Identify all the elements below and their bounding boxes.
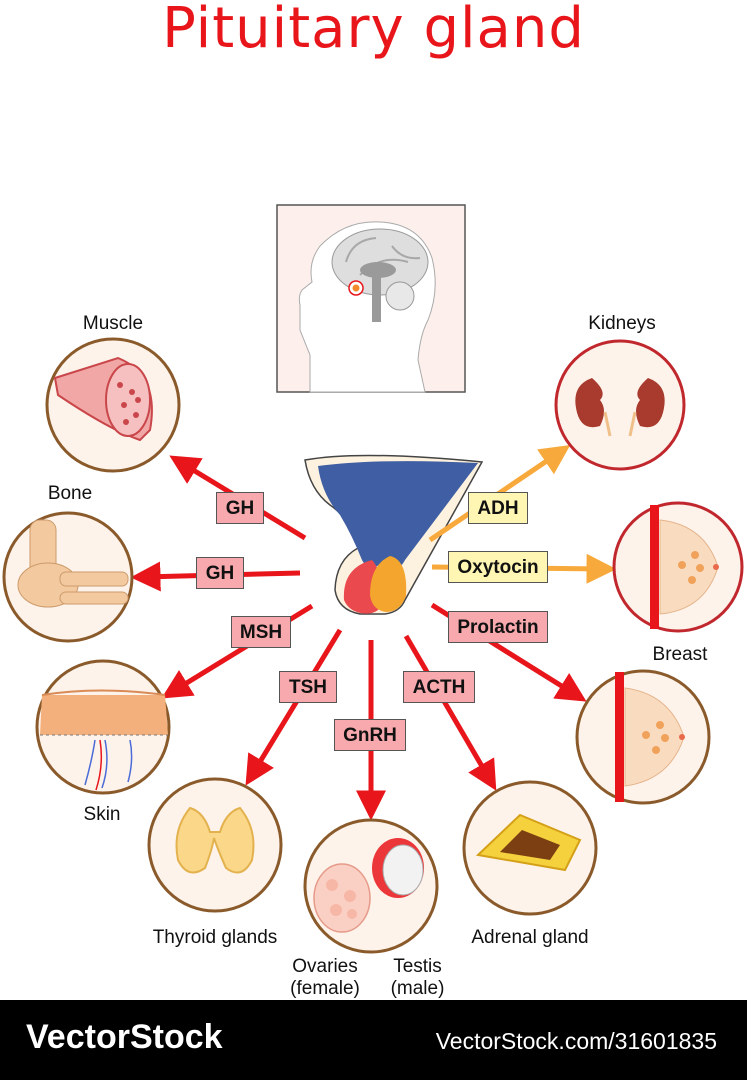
footer-reference: VectorStock.com/31601835	[435, 1028, 717, 1054]
hormone-oxytocin: Oxytocin	[448, 551, 548, 583]
hormone-gh-bone: GH	[196, 557, 244, 589]
label-thyroid: Thyroid glands	[152, 927, 278, 948]
label-testis-line1: Testis	[393, 956, 442, 977]
breast-icon	[615, 672, 685, 802]
label-skin: Skin	[83, 804, 121, 825]
testis-icon	[372, 838, 424, 898]
label-testis-line2: (male)	[390, 978, 445, 999]
hormone-msh: MSH	[231, 616, 291, 648]
page-title: Pituitary gland	[162, 0, 585, 61]
breast-circle-bottom	[575, 669, 711, 805]
cerebellum-icon	[385, 281, 415, 311]
adrenal-circle	[462, 780, 598, 916]
gonads-circle	[303, 818, 439, 954]
skin-icon	[40, 689, 168, 791]
arrow-acth-adrenal	[403, 634, 497, 791]
diagram-canvas	[2, 204, 744, 954]
breast-circle-top	[612, 501, 744, 633]
skin-circle	[35, 659, 171, 795]
hormone-acth: ACTH	[403, 671, 475, 703]
head-illustration	[276, 204, 466, 393]
hormone-prolactin: Prolactin	[448, 611, 548, 643]
kidneys-circle	[554, 339, 686, 471]
bone-icon	[17, 519, 129, 608]
muscle-icon	[53, 356, 153, 442]
adrenal-gland-icon	[475, 813, 582, 872]
label-muscle: Muscle	[82, 313, 144, 334]
pituitary-gland-illustration	[304, 454, 484, 615]
label-ovaries-line2: (female)	[290, 978, 360, 999]
label-testis: Testis (male)	[380, 956, 455, 1000]
ovary-icon	[313, 863, 371, 933]
hormone-adh: ADH	[468, 492, 528, 524]
thyroid-icon	[175, 806, 255, 874]
label-adrenal: Adrenal gland	[471, 927, 589, 948]
hormone-gnrh: GnRH	[334, 719, 406, 751]
label-ovaries-line1: Ovaries	[292, 956, 358, 977]
breast-icon	[650, 505, 719, 629]
footer-bar: VectorStock VectorStock.com/31601835	[0, 1000, 747, 1080]
label-breast: Breast	[652, 644, 708, 665]
hormone-gh-muscle: GH	[216, 492, 264, 524]
bone-circle	[2, 511, 134, 643]
footer-brand: VectorStock	[26, 1018, 223, 1056]
kidneys-icon	[575, 378, 665, 437]
muscle-circle	[45, 337, 181, 473]
label-kidneys: Kidneys	[588, 313, 656, 334]
label-bone: Bone	[47, 483, 93, 504]
hormone-tsh: TSH	[279, 671, 337, 703]
thyroid-circle	[147, 777, 283, 913]
label-ovaries: Ovaries (female)	[280, 956, 370, 1000]
